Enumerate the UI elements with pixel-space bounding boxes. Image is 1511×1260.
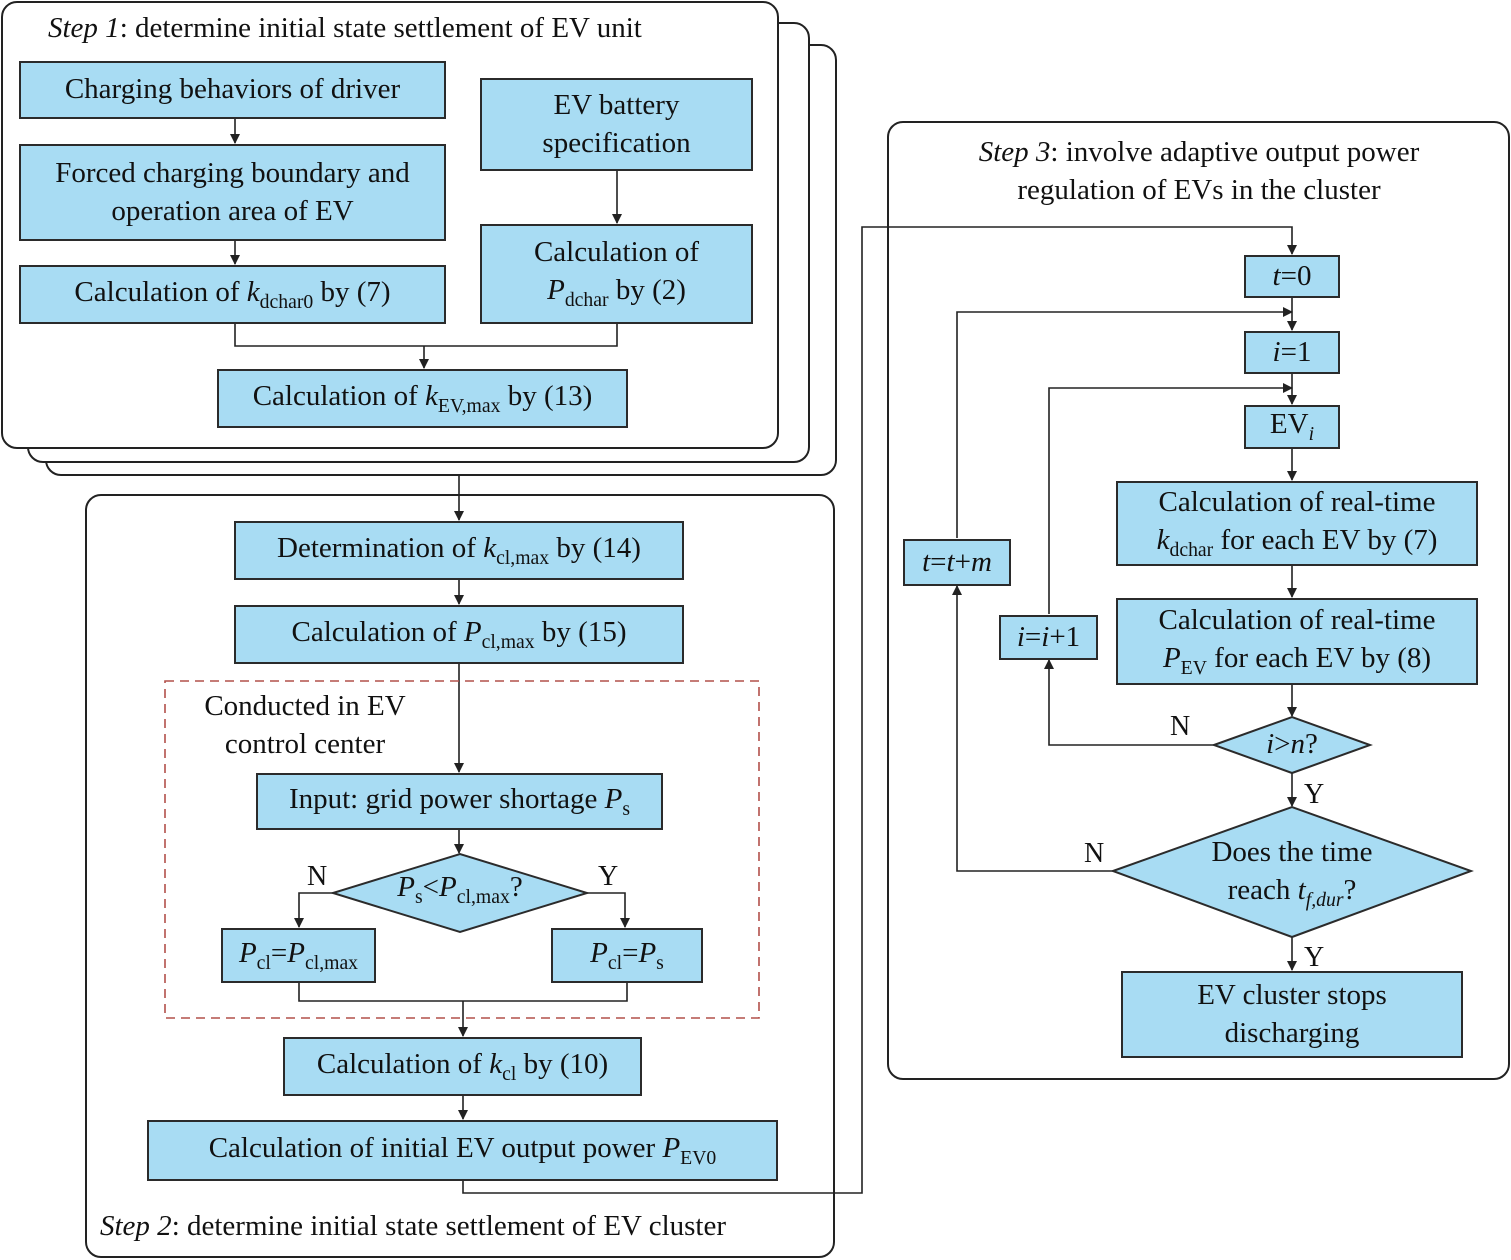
decision-ps-text: Ps<Pcl,max?	[397, 871, 523, 909]
decision-i-gt-n-text: i>n?	[1266, 728, 1318, 761]
step3-title: Step 3: involve adaptive output power re…	[978, 136, 1420, 206]
decision-time-text: Does the time reach tf,dur?	[1211, 836, 1373, 911]
forced-charging-boundary-box: Forced charging boundary and operation a…	[19, 144, 446, 241]
calc-realtime-kdchar-box: Calculation of real-time kdchar for each…	[1116, 481, 1478, 566]
i-equals-1-box: i=1	[1244, 331, 1340, 374]
decision-i-gt-n-diamond	[1211, 715, 1373, 775]
calc-kevmax-box: Calculation of kEV,max by (13)	[217, 369, 628, 428]
control-center-label: Conducted in EV control center	[204, 690, 406, 760]
input-grid-power-shortage-box: Input: grid power shortage Ps	[256, 773, 663, 830]
calc-realtime-pev-box: Calculation of real-time PEV for each EV…	[1116, 598, 1478, 685]
charging-behaviors-box: Charging behaviors of driver	[19, 61, 446, 119]
decision-i-gt-n-yes-label: Y	[1304, 779, 1325, 810]
decision-time-yes-label: Y	[1304, 942, 1325, 973]
t-increment-box: t=t+m	[903, 539, 1011, 586]
i-increment-box: i=i+1	[999, 615, 1098, 660]
ev-battery-specification-box: EV battery specification	[480, 78, 753, 171]
calc-pclmax-box: Calculation of Pcl,max by (15)	[234, 605, 684, 664]
decision-i-gt-n-no-label: N	[1170, 711, 1191, 742]
calc-kdchar0-box: Calculation of kdchar0 by (7)	[19, 265, 446, 324]
decision-ps-diamond	[329, 852, 591, 934]
t-equals-0-box: t=0	[1244, 255, 1340, 298]
decision-ps-yes-label: Y	[598, 861, 619, 892]
ev-i-box: EVi	[1244, 405, 1340, 449]
determine-kclmax-box: Determination of kcl,max by (14)	[234, 521, 684, 580]
step2-title: Step 2: determine initial state settleme…	[100, 1210, 727, 1242]
pcl-equals-pclmax-box: Pcl=Pcl,max	[221, 928, 376, 983]
pcl-equals-ps-box: Pcl=Ps	[551, 928, 703, 983]
calc-pdchar-box: Calculation of Pdchar by (2)	[480, 224, 753, 324]
calc-kcl-box: Calculation of kcl by (10)	[283, 1037, 642, 1096]
decision-time-diamond	[1110, 805, 1474, 939]
calc-initial-ev-output-power-box: Calculation of initial EV output power P…	[147, 1120, 778, 1181]
step1-title: Step 1: determine initial state settleme…	[48, 12, 642, 44]
decision-time-no-label: N	[1084, 838, 1105, 869]
decision-ps-no-label: N	[307, 861, 328, 892]
ev-cluster-stops-box: EV cluster stops discharging	[1121, 971, 1463, 1058]
